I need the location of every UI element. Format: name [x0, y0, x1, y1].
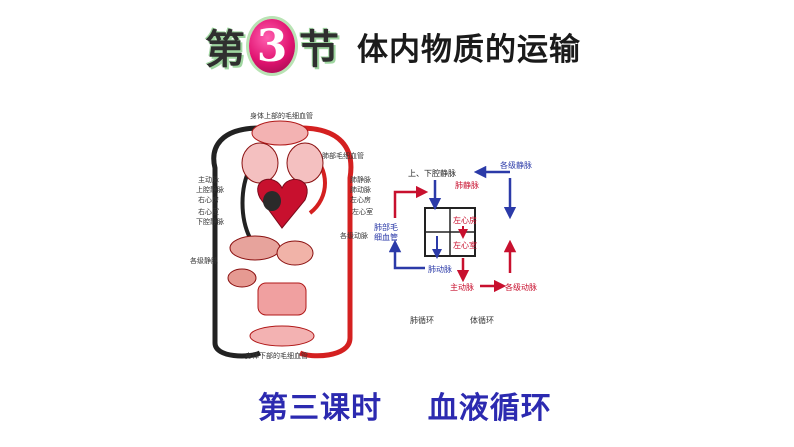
label-left-ventricle: 左心室 — [453, 240, 477, 250]
label-aorta: 主动脉 — [450, 282, 474, 292]
page-title: 体内物质的运输 — [357, 24, 581, 69]
lesson-number: 第三课时 — [258, 391, 382, 426]
liver-capillaries — [230, 236, 280, 260]
stomach-capillaries — [277, 241, 313, 265]
right-lung-capillaries — [287, 143, 323, 183]
section-badge: 第 3 节 — [205, 17, 339, 75]
kidney-capillaries — [228, 269, 256, 287]
label-lower-capillaries: 身体下部的毛细血管 — [245, 351, 308, 360]
left-lung-capillaries — [242, 143, 278, 183]
label-systemic-circulation: 体循环 — [470, 315, 494, 325]
section-number-badge: 3 — [249, 19, 295, 73]
section-badge-suffix: 节 — [299, 17, 339, 75]
title-bar: 第 3 节 体内物质的运输 — [205, 18, 581, 74]
label-left-atrium: 左心房 — [453, 215, 477, 225]
upper-capillary-network — [252, 121, 308, 145]
pulmonary-artery-arrow — [395, 246, 425, 268]
label-lung-capillaries: 肺部毛 — [374, 222, 398, 232]
label-inferior-vena-cava: 下腔静脉 — [196, 217, 224, 226]
label-upper-capillaries: 身体上部的毛细血管 — [250, 111, 313, 120]
section-badge-prefix: 第 — [205, 17, 245, 75]
label-pulmonary-vein: 肺静脉 — [455, 180, 479, 190]
label-superior-vena-cava: 上腔静脉 — [196, 185, 224, 194]
lesson-subtitle: 第三课时 血液循环 — [258, 383, 552, 427]
label-right-atrium: 右心房 — [198, 195, 219, 204]
label-aorta: 主动脉 — [198, 175, 219, 184]
label-veins: 各级静脉 — [190, 256, 218, 265]
label-pulmonary-artery: 肺动脉 — [428, 264, 452, 274]
label-lung-capillaries: 肺部毛细血管 — [322, 151, 364, 160]
label-pulmonary-circulation: 肺循环 — [410, 315, 434, 325]
label-vena-cava: 上、下腔静脉 — [408, 168, 456, 178]
label-arteries: 各级动脉 — [505, 282, 537, 292]
lower-capillary-network — [250, 326, 314, 346]
label-veins: 各级静脉 — [500, 160, 532, 170]
label-lung-capillaries-2: 细血管 — [374, 232, 398, 242]
lesson-topic: 血液循环 — [428, 391, 552, 426]
label-right-ventricle: 右心室 — [198, 207, 219, 216]
circulation-schematic: 左心房 左心室 上、下腔静脉 各级静脉 肺静脉 肺部毛 细血管 肺动脉 主动脉 … — [360, 158, 560, 333]
right-heart-chambers — [263, 191, 281, 211]
pulmonary-vein-arrow — [395, 192, 422, 218]
intestine-capillaries — [258, 283, 306, 315]
